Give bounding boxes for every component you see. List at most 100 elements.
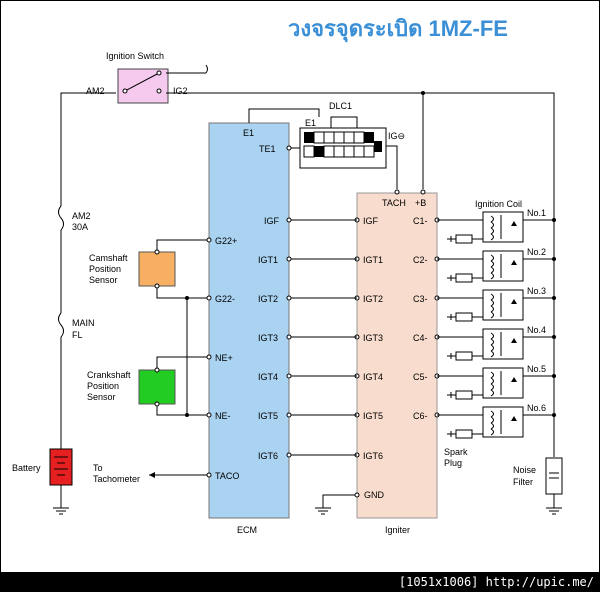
coil-winding	[490, 371, 494, 397]
ground-symbol	[546, 507, 562, 515]
crank-sensor-label-1: Crankshaft	[87, 370, 131, 380]
ecm-box	[208, 122, 290, 519]
ignition-switch-contact	[124, 72, 160, 92]
ecm-terminal	[206, 412, 212, 418]
igniter-output-label: C5-	[413, 372, 428, 382]
coil-diode	[511, 221, 517, 226]
am2-fuse-rating: 30A	[72, 222, 88, 232]
junction-dot	[552, 257, 556, 261]
ecm-terminals	[206, 145, 292, 478]
igniter-input-label: IGF	[363, 216, 379, 226]
camshaft-position-sensor	[138, 251, 176, 287]
igniter-gnd-wire	[322, 494, 357, 508]
ecm-pin-taco: TACO	[215, 471, 239, 481]
ecm-pin-g22p: G22+	[215, 236, 237, 246]
am2-supply-wire	[60, 92, 116, 206]
battery-label: Battery	[12, 463, 41, 473]
ecm-terminal	[286, 334, 292, 340]
spark-plug	[455, 351, 473, 361]
ecm-pin-igt6: IGT6	[258, 451, 278, 461]
igniter-input-label: IGT1	[363, 255, 383, 265]
igniter-label: Igniter	[385, 525, 410, 535]
ignition-coil	[482, 250, 524, 282]
battery	[49, 448, 73, 486]
ig2-label: IG2	[173, 86, 188, 96]
ecm-pin-nep: NE+	[215, 353, 233, 363]
junction-dot	[185, 296, 189, 300]
am2-top-label: AM2	[86, 86, 105, 96]
spark-plug	[455, 390, 473, 400]
dlc1-label: DLC1	[329, 101, 352, 111]
ecm-pin-igt5: IGT5	[258, 411, 278, 421]
crankshaft-position-sensor	[138, 369, 176, 405]
ignition-switch-terminal	[122, 88, 128, 94]
g22p-wire	[156, 239, 209, 250]
junction-dot	[552, 374, 556, 378]
igniter-outputs: C1-C2-C3-C4-C5-C6-	[413, 216, 440, 421]
coil-winding	[490, 410, 494, 436]
main-fusible-link	[58, 312, 64, 338]
cylinder-label: No.4	[527, 325, 546, 335]
spark-plug-label-1: Spark	[444, 447, 468, 457]
to-tacho-label-2: Tachometer	[93, 474, 140, 484]
crank-sensor-label-3: Sensor	[87, 392, 116, 402]
cam-sensor-terminal	[154, 283, 160, 289]
noise-filter	[545, 457, 563, 495]
ignition-coils: No.1No.2No.3No.4No.5No.6	[437, 208, 556, 439]
dlc1-connector	[299, 116, 387, 169]
igniter-output-label: C1-	[413, 216, 428, 226]
cylinder-label: No.2	[527, 247, 546, 257]
ecm-pin-igt1: IGT1	[258, 255, 278, 265]
junction-dot	[552, 335, 556, 339]
ecm-pin-e1: E1	[243, 128, 254, 138]
ignition-coil	[482, 289, 524, 321]
cam-sensor-terminal	[154, 249, 160, 255]
junction-dot	[552, 218, 556, 222]
am2-fuse	[58, 205, 64, 231]
ignition-switch-terminal	[156, 88, 162, 94]
crank-sensor-terminal	[154, 367, 160, 373]
ecm-terminal	[286, 145, 292, 151]
ecm-pin-nem: NE-	[215, 411, 231, 421]
junction-dot	[552, 296, 556, 300]
ignition-coil	[482, 406, 524, 438]
ecm-terminal	[286, 452, 292, 458]
ignition-coil-label: Ignition Coil	[475, 199, 522, 209]
ecm-pin-igt4: IGT4	[258, 372, 278, 382]
coil-diode	[511, 377, 517, 382]
igniter-input-label: IGT2	[363, 294, 383, 304]
dlc1-ig-label: IG⊖	[388, 131, 405, 141]
ignition-coil	[482, 328, 524, 360]
image-host-footer: [1051x1006] http://upic.me/	[0, 573, 600, 592]
nep-wire	[156, 356, 209, 368]
spark-plug	[455, 273, 473, 283]
ecm-igniter-wires	[289, 219, 357, 456]
page-title: วงจรจุดระเบิด 1MZ-FE	[288, 16, 508, 43]
igniter-input-label: IGT3	[363, 333, 383, 343]
main-fuse-label: MAIN	[72, 318, 95, 328]
ecm-terminal	[286, 412, 292, 418]
igniter-plus-b-label: +B	[415, 198, 426, 208]
coil-diode	[511, 260, 517, 265]
crank-sensor-terminal	[154, 401, 160, 407]
ecm-terminal	[286, 373, 292, 379]
spark-plug	[455, 429, 473, 439]
ground-symbol	[315, 507, 331, 515]
taco-arrow	[149, 472, 155, 478]
ecm-terminal	[206, 354, 212, 360]
ignition-circuit-diagram: วงจรจุดระเบิด 1MZ-FE Ignition Switch AM2…	[12, 16, 563, 535]
junction-dot	[185, 413, 189, 417]
main-fuse-fl-label: FL	[72, 330, 83, 340]
g22m-wire	[156, 288, 209, 299]
ecm-label: ECM	[237, 525, 257, 535]
ecm-pin-te1: TE1	[259, 144, 276, 154]
ground-symbol	[53, 507, 69, 515]
coil-winding	[490, 332, 494, 358]
igniter-tach-label: TACH	[382, 198, 406, 208]
ecm-terminal	[206, 237, 212, 243]
igniter-gnd-terminal	[354, 492, 360, 498]
igniter-output-label: C4-	[413, 333, 428, 343]
ecm-terminal	[286, 217, 292, 223]
